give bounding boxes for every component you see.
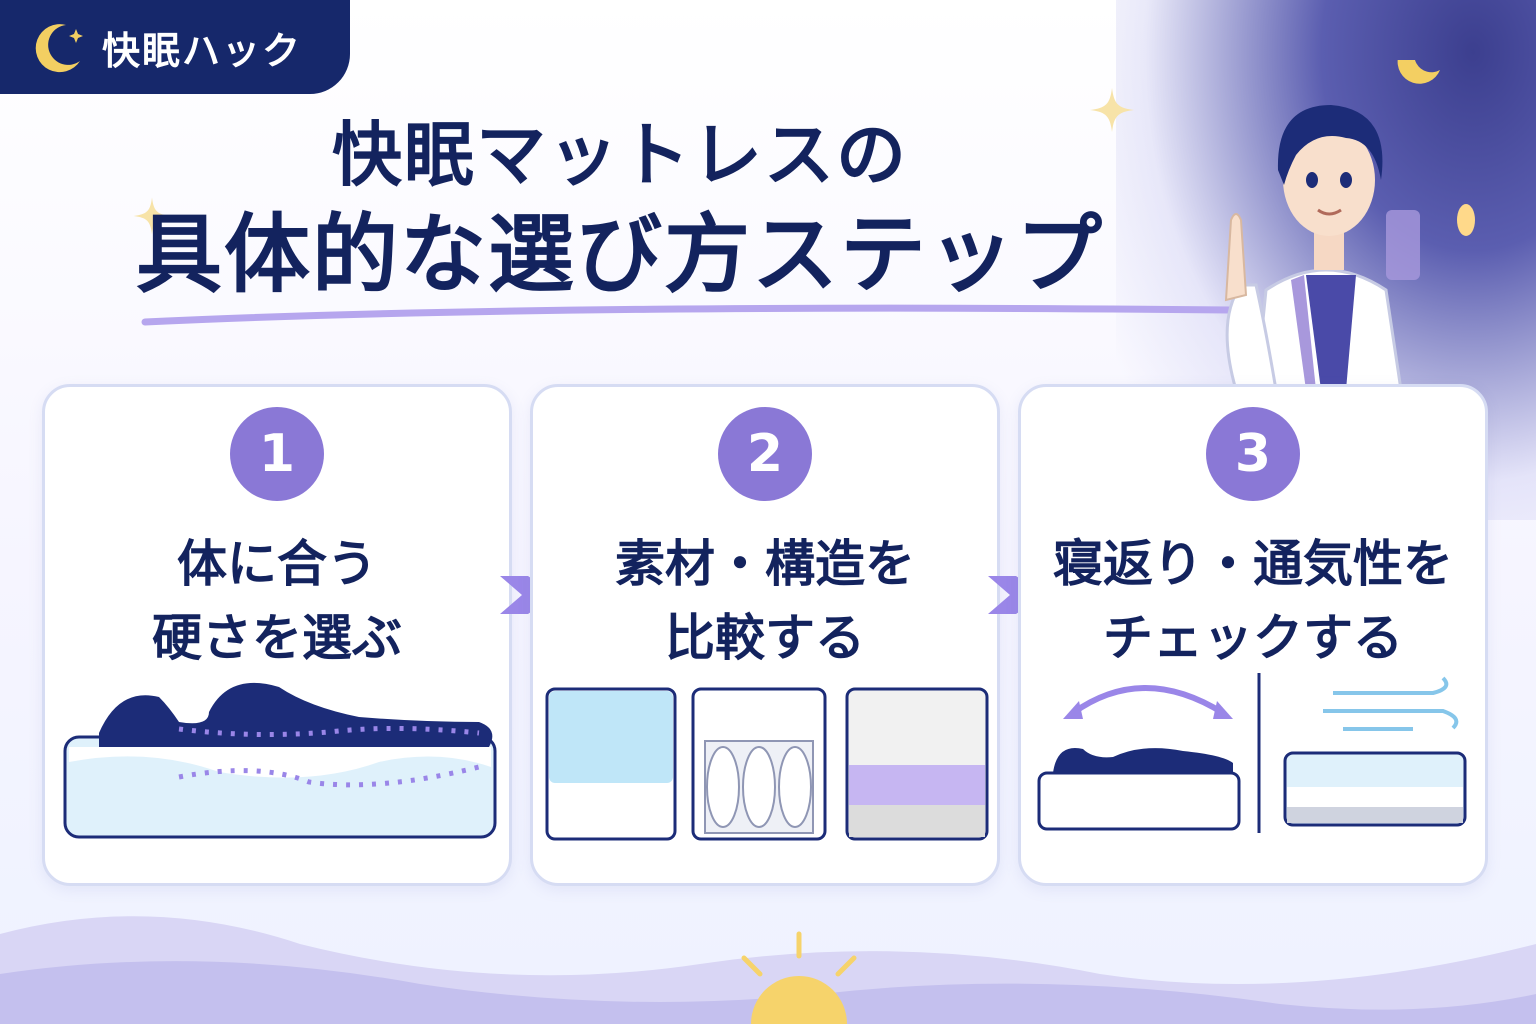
roll-and-airflow-illustration xyxy=(1037,673,1467,833)
step-title-line-1: 素材・構造を xyxy=(615,535,915,593)
person-on-mattress-illustration xyxy=(63,682,497,839)
step-title: 素材・構造を 比較する xyxy=(533,527,997,675)
step-card-2: 2 素材・構造を 比較する xyxy=(530,384,1000,886)
step-title-line-1: 寝返り・通気性を xyxy=(1053,535,1453,593)
step-number-badge: 2 xyxy=(718,407,812,501)
brand-name: 快眠ハック xyxy=(102,28,303,73)
step-title-line-1: 体に合う xyxy=(177,535,377,593)
step-title-line-2: 硬さを選ぶ xyxy=(152,609,402,667)
crescent-moon-icon xyxy=(35,24,83,73)
step-title: 体に合う 硬さを選ぶ xyxy=(45,527,509,675)
step-number-badge: 3 xyxy=(1206,407,1300,501)
guide-character-illustration xyxy=(1224,60,1475,390)
step-card-3: 3 寝返り・通気性を チェックする xyxy=(1018,384,1488,886)
page-title: 快眠マットレスの 具体的な選び方ステップ xyxy=(0,110,1240,310)
step-title-line-2: 比較する xyxy=(665,609,865,667)
mattress-types-illustration xyxy=(545,687,989,841)
title-line-2: 具体的な選び方ステップ xyxy=(136,205,1104,305)
step-title-line-2: チェックする xyxy=(1103,609,1403,667)
title-line-1: 快眠マットレスの xyxy=(332,114,908,196)
sparkle-icon xyxy=(1090,88,1134,132)
brand-badge: 快眠ハック xyxy=(0,0,350,94)
rising-sun-icon xyxy=(741,931,857,1024)
bottom-hills-decoration xyxy=(0,916,1536,1024)
title-underline xyxy=(141,304,1234,326)
step-number-badge: 1 xyxy=(230,407,324,501)
step-card-1: 1 体に合う 硬さを選ぶ xyxy=(42,384,512,886)
sparkle-icon xyxy=(133,197,171,235)
step-title: 寝返り・通気性を チェックする xyxy=(1021,527,1485,675)
